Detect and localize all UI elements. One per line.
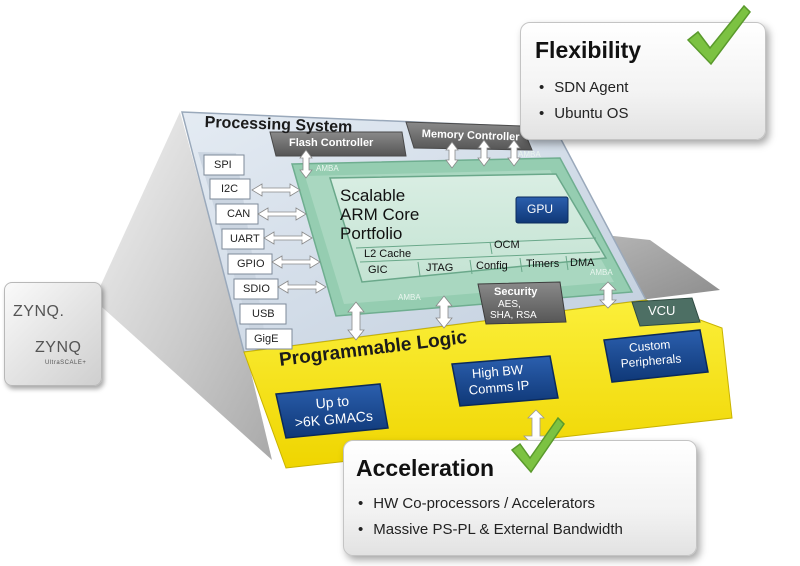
- io-box: [245, 328, 293, 350]
- timers-label: Timers: [526, 258, 560, 270]
- io-label-can: CAN: [227, 208, 251, 220]
- amba-label-bottom: AMBA: [398, 293, 421, 302]
- pl-block-comms-ip: [451, 355, 559, 407]
- security-line2: SHA, RSA: [490, 310, 537, 321]
- io-label-i2c: I2C: [221, 183, 239, 195]
- ultrascale-label: UltraSCALE+: [45, 360, 87, 366]
- io-label-spi: SPI: [214, 159, 232, 171]
- io-label-gpio: GPIO: [237, 258, 265, 270]
- io-column: [198, 152, 293, 350]
- core-title-line: ARM Core: [340, 205, 420, 224]
- security-block: [477, 281, 567, 325]
- dma-label: DMA: [570, 257, 595, 269]
- core-title: Scalable ARM Core Portfolio: [340, 186, 419, 243]
- acceleration-list: HW Co-processors / Accelerators Massive …: [358, 495, 623, 538]
- acceleration-checkmark-icon: [510, 416, 565, 474]
- io-box: [227, 253, 273, 275]
- gpu-block: [515, 196, 569, 224]
- flexibility-item: SDN Agent: [539, 79, 628, 96]
- connector-arrows: [251, 139, 617, 341]
- pl-block-comms-text: High BW Comms IP: [467, 361, 530, 398]
- flexibility-list: SDN Agent Ubuntu OS: [539, 79, 628, 122]
- zynq-chip-package: ZYNQ. ZYNQ UltraSCALE+: [4, 282, 102, 386]
- amba-label-right: AMBA: [590, 268, 613, 277]
- vcu-block: [631, 297, 701, 327]
- zynq-ultrascale-logo: ZYNQ: [35, 339, 82, 356]
- core-title-line: Portfolio: [340, 224, 403, 243]
- gpu-label: GPU: [527, 202, 554, 216]
- flexibility-title: Flexibility: [535, 37, 642, 63]
- l2-cache-label: L2 Cache: [364, 248, 412, 260]
- io-label-uart: UART: [230, 233, 260, 245]
- vcu-label: VCU: [648, 303, 676, 318]
- io-box: [209, 178, 251, 200]
- acceleration-item: Massive PS-PL & External Bandwidth: [358, 521, 623, 538]
- flexibility-checkmark-icon: [686, 4, 751, 66]
- io-box: [203, 154, 245, 176]
- flash-controller-label: Flash Controller: [289, 137, 374, 149]
- io-label-gige: GigE: [254, 333, 279, 345]
- config-label: Config: [476, 260, 508, 272]
- gic-label: GIC: [368, 264, 388, 276]
- pl-block-custom-peripherals: [603, 329, 709, 383]
- security-title: Security: [494, 286, 538, 298]
- core-title-line: Scalable: [340, 186, 406, 205]
- io-box: [221, 228, 265, 250]
- security-line1: AES,: [498, 299, 521, 310]
- acceleration-item: HW Co-processors / Accelerators: [358, 495, 623, 512]
- ocm-label: OCM: [494, 239, 520, 251]
- zynq-logo: ZYNQ.: [13, 303, 65, 320]
- left-wall: [94, 112, 272, 460]
- pl-block-peripherals-text: Custom Peripherals: [619, 336, 682, 371]
- jtag-label: JTAG: [426, 262, 454, 274]
- core-grid-lines: [355, 237, 601, 277]
- amba-label-top-right: AMBA: [518, 150, 541, 159]
- acceleration-title: Acceleration: [356, 455, 495, 481]
- pl-block-gmacs-text: Up to >6K GMACs: [293, 391, 374, 432]
- flash-controller-block: [269, 131, 407, 157]
- io-box: [233, 278, 279, 300]
- pl-block-gmacs: [275, 383, 389, 439]
- flexibility-callout: Flexibility SDN Agent Ubuntu OS: [520, 22, 766, 140]
- amba-label-top: AMBA: [316, 164, 339, 173]
- io-label-usb: USB: [252, 308, 275, 320]
- io-label-sdio: SDIO: [243, 283, 270, 295]
- memory-controller-block: [405, 121, 533, 151]
- flexibility-item: Ubuntu OS: [539, 105, 628, 122]
- io-box: [239, 303, 287, 325]
